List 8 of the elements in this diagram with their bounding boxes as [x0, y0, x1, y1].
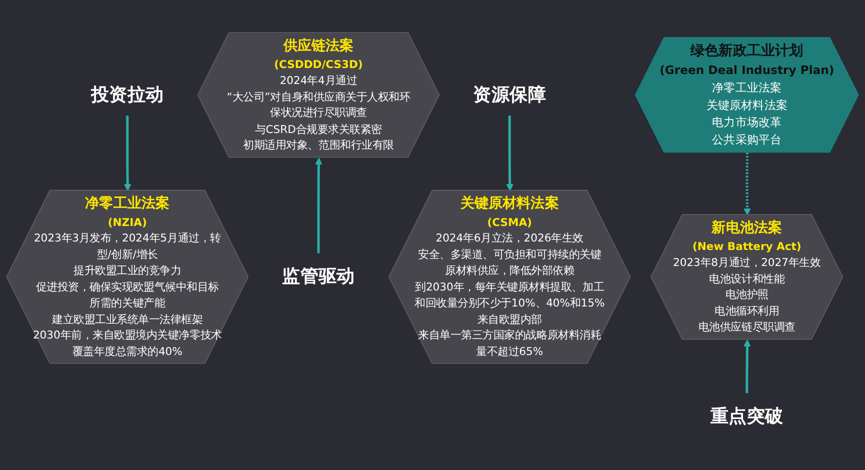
- node-text: 资源保障: [473, 84, 546, 106]
- arrow: [744, 340, 751, 394]
- arrow: [506, 115, 514, 192]
- arrow: [744, 152, 751, 216]
- arrow: [124, 115, 132, 192]
- node-text: 重点突破: [710, 406, 784, 428]
- arrow: [315, 158, 322, 254]
- node-text: 监管驱动: [282, 266, 355, 288]
